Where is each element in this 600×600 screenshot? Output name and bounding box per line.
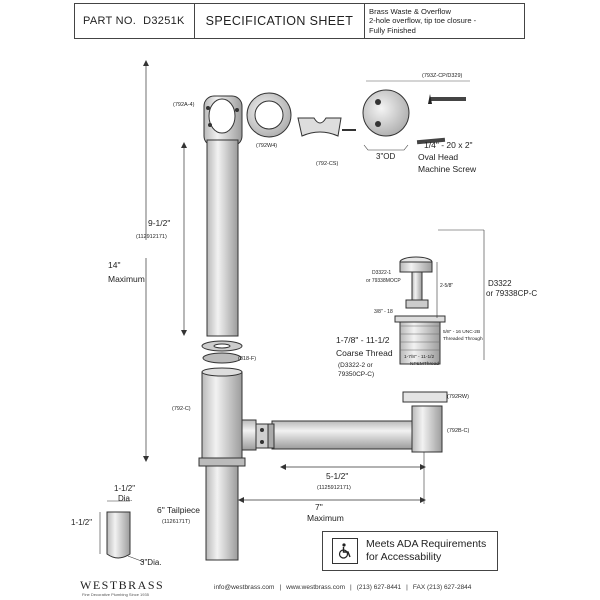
drain-shoe xyxy=(402,391,448,453)
sheet-title: SPECIFICATION SHEET xyxy=(195,4,365,38)
contact-phone: (213) 627-8441 xyxy=(356,584,402,591)
dim-2-5-8: 2-5/8" xyxy=(440,283,453,289)
overflow-elbow xyxy=(203,95,243,147)
spring-clip xyxy=(297,117,342,137)
dim-7: 7" xyxy=(315,502,323,512)
dia-3: 3"Dia. xyxy=(140,558,162,567)
ada-badge: Meets ADA Requirements for Accessability xyxy=(322,531,498,571)
npsm-1: 1-7/8" - 11-1/2 xyxy=(404,354,434,360)
tee-fitting xyxy=(198,367,269,467)
brand-logo: WESTBRASS xyxy=(80,578,165,592)
overflow-dia-inset xyxy=(99,500,145,563)
thread-note-2: Threaded Through xyxy=(443,336,483,342)
label-d3322b: or 79338CP-C xyxy=(486,289,537,298)
label-3-8-18: 3/8" - 18 xyxy=(374,309,393,315)
drain-arm xyxy=(271,420,433,450)
label-792rw: (792RW) xyxy=(447,394,469,400)
label-d3322: D3322 xyxy=(488,279,512,288)
part-number: D3251K xyxy=(143,15,185,27)
label-792cs: (792-CS) xyxy=(316,161,338,167)
dim-14: 14" xyxy=(108,260,120,270)
label-d3322-1: D3322-1 xyxy=(372,270,391,276)
screw-top xyxy=(428,94,466,104)
coarse-thread-4: 79350CP-C) xyxy=(338,371,374,378)
overflow-gasket xyxy=(246,92,292,138)
dim-9-5-code: (112912171) xyxy=(136,234,167,240)
part-label: PART NO. xyxy=(83,15,137,27)
label-793z: (793Z-CP/D329) xyxy=(422,73,463,79)
label-792c: (792-C) xyxy=(172,406,191,412)
screw-line-3: Machine Screw xyxy=(418,164,477,174)
brand-tagline: Fine Decorative Plumbing Since 1935 xyxy=(82,592,149,597)
dia-1-5: 1-1/2" xyxy=(114,484,135,493)
screw-line-1: 1/4" - 20 x 2" xyxy=(424,140,473,150)
overflow-pipe xyxy=(206,139,239,337)
header-table: PART NO. D3251K SPECIFICATION SHEET Bras… xyxy=(74,3,525,39)
contact-web[interactable]: www.westbrass.com xyxy=(286,584,346,591)
contact-info: info@westbrass.com|www.westbrass.com|(21… xyxy=(214,584,472,591)
toe-stopper xyxy=(399,256,433,309)
label-792bc: (792B-C) xyxy=(447,428,469,434)
label-792a4: (792A-4) xyxy=(173,102,195,108)
desc-line-2: 2-hole overflow, tip toe closure - xyxy=(369,16,477,26)
overflow-faceplate xyxy=(362,89,410,137)
dim-14-max: Maximum xyxy=(108,274,145,284)
contact-fax: FAX (213) 627-2844 xyxy=(412,584,472,591)
label-d3322-1b: or 79338MOCP xyxy=(366,278,401,284)
dia-label: Dia. xyxy=(118,494,132,503)
ada-line-2: for Accessability xyxy=(366,551,442,563)
desc-line-1: Brass Waste & Overflow xyxy=(369,6,452,16)
dim-5-5: 5-1/2" xyxy=(326,471,348,481)
thread-note-1: 5/8" - 16 UNC-2B xyxy=(443,329,480,335)
tailpiece-code: (1126171T) xyxy=(162,519,190,525)
ada-text: Meets ADA Requirements for Accessability xyxy=(366,538,486,564)
coarse-thread-3: (D3322-2 or xyxy=(338,362,374,369)
washer-818f xyxy=(201,340,243,364)
drain-body xyxy=(394,315,446,365)
coarse-thread-1: 1-7/8" - 11-1/2 xyxy=(336,335,390,345)
ada-line-1: Meets ADA Requirements xyxy=(366,538,487,550)
dim-9-5: 9-1/2" xyxy=(148,218,170,228)
dia-side: 1-1/2" xyxy=(71,518,92,527)
part-number-cell: PART NO. D3251K xyxy=(75,4,195,38)
label-od: 3"OD xyxy=(376,152,396,161)
coarse-thread-2: Coarse Thread xyxy=(336,348,393,358)
label-818f: (818-F) xyxy=(238,356,256,362)
npsm-2: NPSMThread xyxy=(410,361,439,367)
dim-7-max: Maximum xyxy=(307,513,344,523)
screw-bottom xyxy=(416,137,446,145)
tailpiece-label: 6" Tailpiece xyxy=(157,505,200,515)
desc-line-3: Fully Finished xyxy=(369,25,416,35)
label-792w4: (792W4) xyxy=(256,143,277,149)
product-description: Brass Waste & Overflow 2-hole overflow, … xyxy=(365,4,524,38)
dim-5-5-code: (1125912171) xyxy=(317,485,351,491)
wheelchair-icon xyxy=(332,538,358,564)
contact-email[interactable]: info@westbrass.com xyxy=(214,584,275,591)
screw-line-2: Oval Head xyxy=(418,152,458,162)
footer: WESTBRASS Fine Decorative Plumbing Since… xyxy=(0,576,600,600)
tailpiece xyxy=(205,465,239,561)
